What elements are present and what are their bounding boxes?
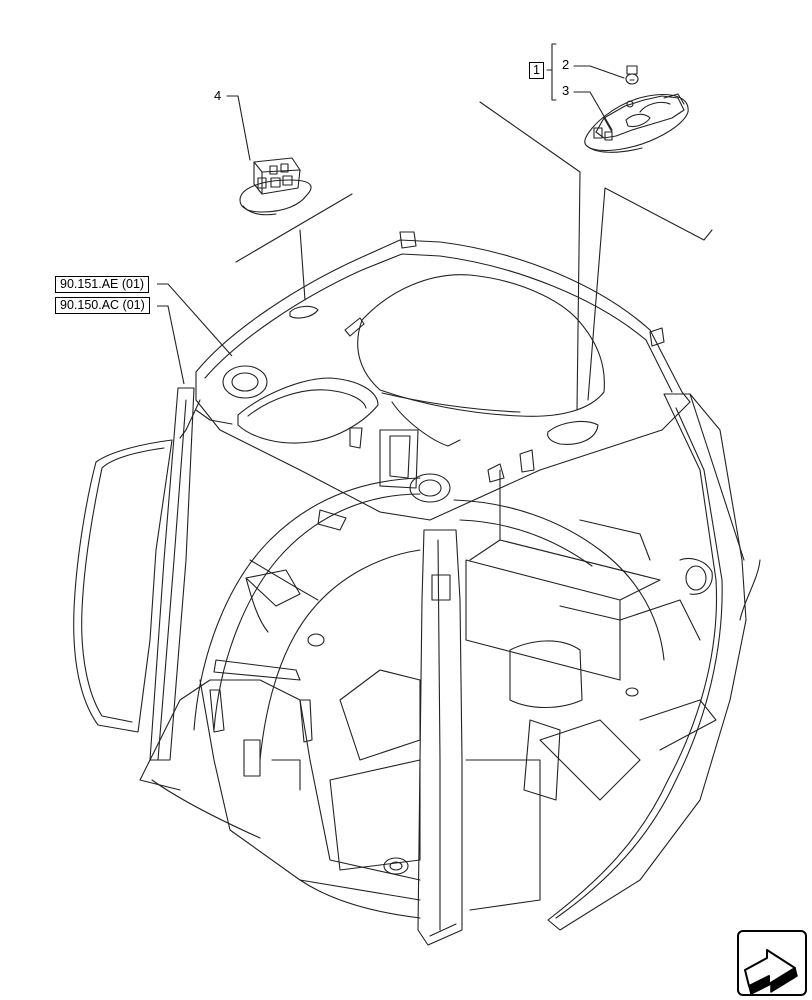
callout-2: 2 [562, 57, 570, 72]
cab-right-pillar [547, 393, 761, 931]
cab-floor [149, 469, 717, 919]
callout-1[interactable]: 1 [529, 62, 544, 79]
callout-3: 3 [562, 83, 570, 98]
lamp-bulb-part [625, 65, 639, 85]
roof-switch-part [239, 157, 312, 216]
cab-left-pillar [139, 387, 195, 791]
roof-lamp-part [584, 93, 689, 153]
cab-roof [179, 231, 691, 521]
cab-front-pillar [417, 529, 463, 946]
ref-label-90-150-ac[interactable]: 90.150.AC (01) [55, 297, 150, 314]
ref-label-90-151-ae[interactable]: 90.151.AE (01) [55, 276, 150, 293]
cab-left-door [73, 439, 173, 733]
next-page-arrow-icon [744, 949, 798, 995]
next-page-button[interactable] [737, 930, 807, 996]
cab-rear-frame [193, 427, 665, 761]
callout-4: 4 [214, 88, 222, 103]
